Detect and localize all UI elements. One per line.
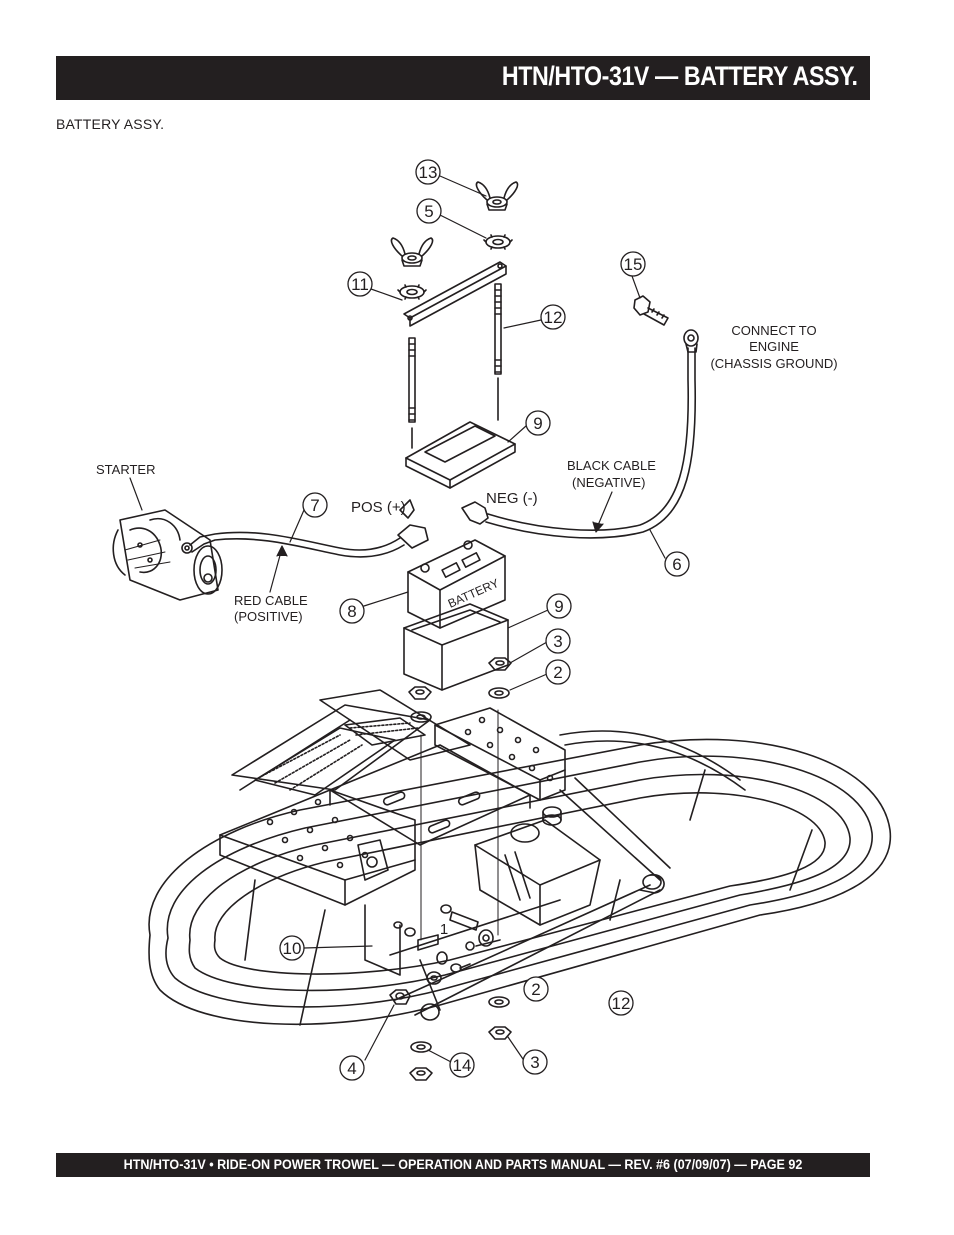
callout-circles [279,159,690,1081]
note-connect-line3: (CHASSIS GROUND) [710,356,837,371]
lock-washer-5 [483,234,513,250]
washer-2-lower [488,996,510,1008]
callout-12: 12 [544,308,563,327]
section-label: BATTERY ASSY. [56,116,165,132]
center-plate [329,744,531,846]
ground-bolt-15 [633,295,669,326]
callout-12-lower: 12 [612,994,631,1013]
callout-3-lower: 3 [530,1053,539,1072]
callout-14: 14 [453,1056,472,1075]
note-red-cable-line2: (POSITIVE) [234,609,303,624]
battery-8 [407,539,506,629]
callout-8: 8 [347,602,356,621]
fuel-tank [474,806,601,926]
callout-3-upper: 3 [553,632,562,651]
washer-14 [410,1041,432,1053]
note-red-cable-line1: RED CABLE [234,593,308,608]
lock-washer-11 [397,284,427,300]
bolt-hardware-1 [393,904,501,985]
nut-4 [389,989,411,1005]
nut-3-lower [488,1026,512,1040]
callout-9-tray: 9 [554,597,563,616]
washer-2-upper [488,687,510,699]
note-starter: STARTER [96,462,155,477]
trowel-frame [148,738,892,1026]
leader-lines [129,175,666,1064]
mesh-platform [254,717,426,796]
callout-1: 1 [440,921,448,938]
callout-7: 7 [310,496,319,515]
note-connect-line2: ENGINE [749,339,799,354]
callout-4: 4 [347,1059,356,1078]
callout-2-lower: 2 [531,980,540,999]
label-pos: POS (+) [351,499,406,516]
callout-9-clamp: 9 [533,414,542,433]
callout-6: 6 [672,555,681,574]
callout-10: 10 [283,939,302,958]
starter-motor [112,509,223,601]
nut-lower-left [409,1067,433,1081]
footer-text: HTN/HTO-31V • RIDE-ON POWER TROWEL — OPE… [123,1157,803,1172]
callout-5: 5 [424,202,433,221]
note-black-cable-line2: (NEGATIVE) [572,475,645,490]
callout-13: 13 [419,163,438,182]
annotations: CONNECT TO ENGINE (CHASSIS GROUND) START… [96,323,838,624]
battery-clamp-9 [405,421,516,489]
title-bar: HTN/HTO-31V — BATTERY ASSY. [56,56,870,100]
footer-bar: HTN/HTO-31V • RIDE-ON POWER TROWEL — OPE… [56,1153,870,1177]
wing-nut-13 [475,181,519,211]
battery-tray-9 [403,603,509,691]
callout-numbers: 13 5 11 12 15 9 7 6 8 9 3 2 10 1 2 12 4 … [283,163,682,1078]
note-black-cable-line1: BLACK CABLE [567,458,656,473]
threaded-rods-12 [408,283,502,449]
page-title: HTN/HTO-31V — BATTERY ASSY. [502,61,858,91]
wing-nut-left [390,237,434,267]
callout-15: 15 [624,255,643,274]
frame-rails [231,689,671,1021]
callout-11: 11 [351,275,369,294]
black-cable [461,329,699,539]
right-mounting-block [434,707,566,801]
hold-down-bar [403,261,507,327]
red-cable [189,499,429,558]
callout-2-upper: 2 [553,663,562,682]
nut-left-upper [408,686,432,723]
label-neg: NEG (-) [486,490,538,507]
note-connect-line1: CONNECT TO [731,323,816,338]
cable-arrows [269,491,613,593]
